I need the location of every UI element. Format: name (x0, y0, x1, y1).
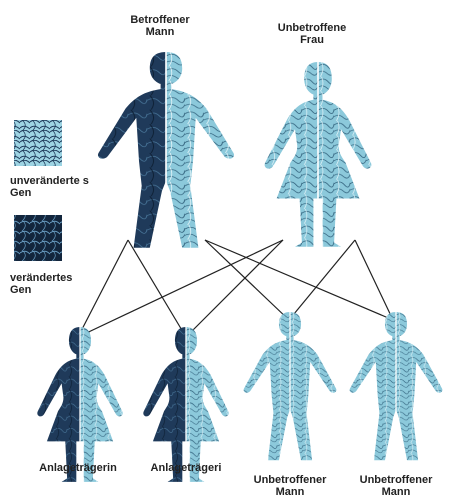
child-label-4: Unbetroffener Mann (346, 474, 446, 498)
mother-figure (265, 62, 372, 247)
child-figure-2 (143, 327, 228, 482)
child-figure-4 (350, 312, 443, 460)
connection-lines (78, 240, 393, 337)
child-label-1: Anlageträgerin (24, 462, 132, 474)
child-label-3: Unbetroffener Mann (240, 474, 340, 498)
child-figure-3 (244, 312, 337, 460)
changed-gene-label: verändertes Gen (10, 272, 110, 296)
father-figure (98, 52, 234, 248)
father-label: Betroffener Mann (112, 14, 208, 38)
unchanged-gene-label: unveränderte s Gen (10, 175, 110, 199)
mother-label: Unbetroffene Frau (262, 22, 362, 46)
changed-gene-swatch (14, 215, 62, 261)
unchanged-gene-swatch (14, 120, 62, 166)
child-label-2: Anlageträgeri (136, 462, 236, 474)
child-figure-1 (37, 327, 122, 482)
